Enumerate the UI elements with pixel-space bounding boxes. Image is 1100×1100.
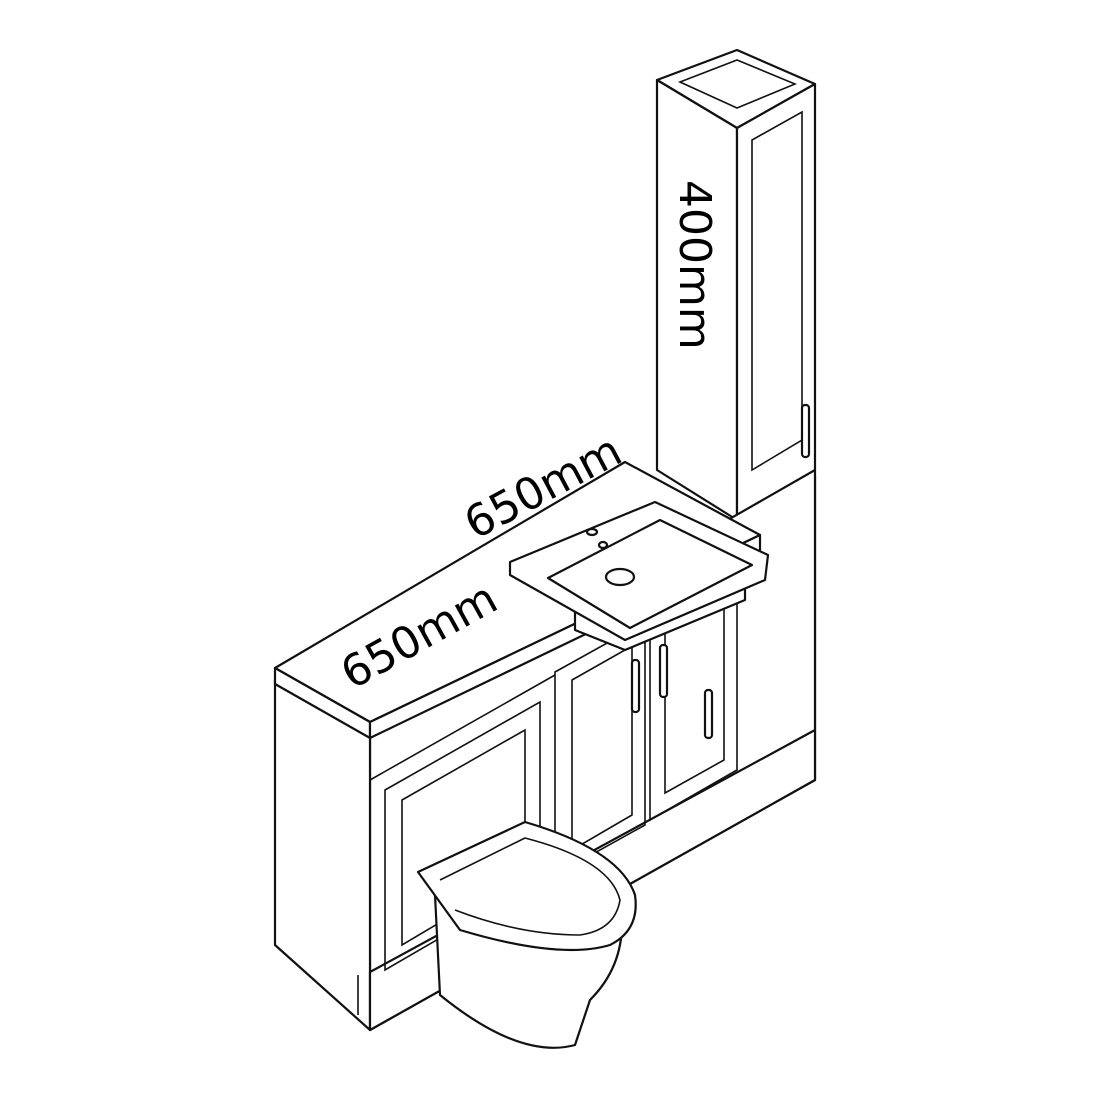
toilet-seat — [416, 820, 637, 952]
dimension-tall-unit-width: 400mm — [669, 180, 720, 350]
door-handle — [703, 688, 714, 740]
toilet — [416, 820, 637, 1049]
tap-hole-icon — [585, 527, 599, 537]
door-handle — [800, 403, 811, 459]
tap-hole-icon — [597, 540, 609, 550]
basin — [508, 500, 770, 652]
door-handle — [630, 658, 641, 714]
drain-icon — [604, 567, 636, 587]
vanity-side — [273, 678, 372, 1032]
basin-bowl — [546, 518, 754, 630]
door-handle — [658, 643, 669, 699]
